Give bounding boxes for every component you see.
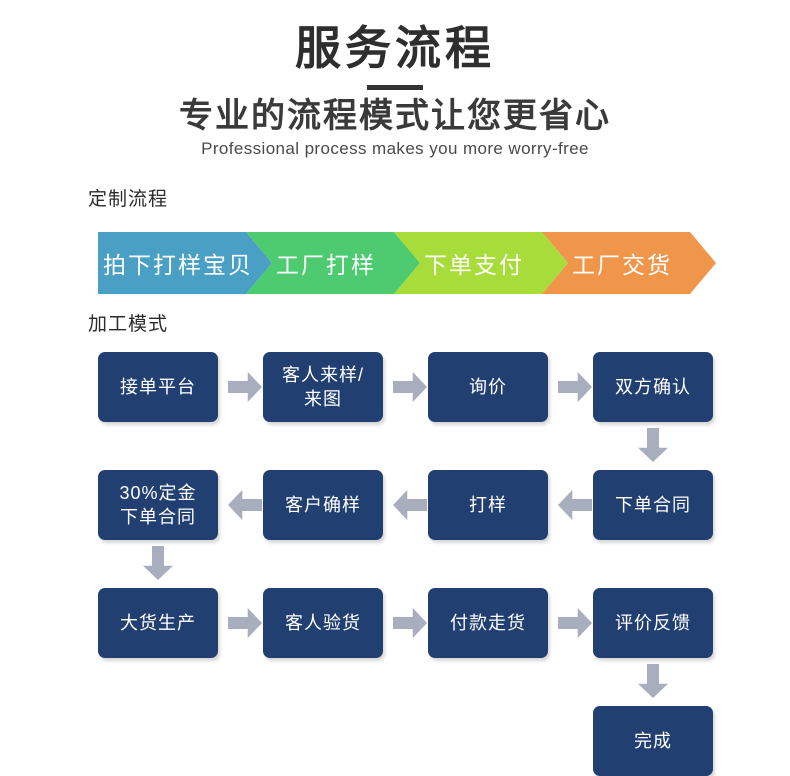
arrow-down-icon (638, 664, 668, 698)
flow-box-label-line2: 来图 (303, 389, 342, 409)
chevron-step-2-label: 工厂打样 (276, 252, 376, 278)
flow-box-inquiry[interactable]: 询价 (428, 352, 548, 422)
section-label-custom-flow: 定制流程 (88, 189, 169, 210)
arrow-right-icon (558, 372, 592, 402)
arrow-right-icon (228, 608, 262, 638)
flow-box-review-feedback[interactable]: 评价反馈 (593, 588, 713, 658)
flow-box-label: 双方确认 (615, 376, 691, 397)
subtitle-chinese: 专业的流程模式让您更省心 (179, 96, 611, 135)
chevron-step-1-label: 拍下打样宝贝 (103, 252, 253, 278)
flow-box-label: 大货生产 (120, 612, 196, 633)
flow-box-label: 完成 (634, 730, 672, 751)
flow-box-place-order-contract[interactable]: 下单合同 (593, 470, 713, 540)
flow-box-payment-shipping[interactable]: 付款走货 (428, 588, 548, 658)
flow-box-label: 下单合同 (615, 494, 691, 515)
arrow-right-icon (228, 372, 262, 402)
arrow-right-icon (393, 608, 427, 638)
flow-box-label: 付款走货 (450, 612, 526, 633)
flow-box-label-line1: 客人来样/ (281, 364, 364, 385)
chevron-step-1[interactable]: 拍下打样宝贝 (98, 232, 272, 294)
flow-box-label: 评价反馈 (615, 612, 691, 633)
flow-box-label-line1: 30%定金 (119, 482, 197, 503)
flow-box-label-line2: 下单合同 (120, 507, 196, 527)
chevron-step-4[interactable]: 工厂交货 (542, 232, 716, 294)
flow-box-sampling[interactable]: 打样 (428, 470, 548, 540)
arrow-left-icon (228, 490, 262, 520)
flow-box-customer-inspection[interactable]: 客人验货 (263, 588, 383, 658)
chevron-step-3-label: 下单支付 (424, 252, 524, 278)
flow-box-label: 客户确样 (285, 494, 361, 515)
page-title: 服务流程 (295, 22, 495, 74)
flow-box-mutual-confirm[interactable]: 双方确认 (593, 352, 713, 422)
chevron-step-3[interactable]: 下单支付 (394, 232, 568, 294)
flow-box-complete[interactable]: 完成 (593, 706, 713, 776)
chevron-step-4-label: 工厂交货 (572, 252, 672, 278)
arrow-left-icon (393, 490, 427, 520)
flow-box-bulk-production[interactable]: 大货生产 (98, 588, 218, 658)
flow-box-label: 询价 (469, 376, 507, 397)
section-label-process-mode: 加工模式 (88, 314, 169, 335)
chevron-step-2[interactable]: 工厂打样 (246, 232, 420, 294)
flow-box-customer-approve-sample[interactable]: 客户确样 (263, 470, 383, 540)
flow-box-order-platform[interactable]: 接单平台 (98, 352, 218, 422)
arrow-down-icon (143, 546, 173, 580)
flow-box-label: 接单平台 (120, 376, 196, 397)
flow-box-label: 客人验货 (285, 612, 361, 633)
arrow-left-icon (558, 490, 592, 520)
page-header: 服务流程 专业的流程模式让您更省心 Professional process m… (0, 0, 790, 159)
custom-flow-chevron-ribbon: 拍下打样宝贝 工厂打样 下单支付 工厂交货 (98, 232, 716, 294)
flow-box-label: 打样 (469, 494, 507, 515)
title-underline-divider (367, 84, 423, 90)
flow-box-deposit-contract[interactable]: 30%定金 下单合同 (98, 470, 218, 540)
arrow-right-icon (558, 608, 592, 638)
arrow-right-icon (393, 372, 427, 402)
subtitle-english: Professional process makes you more worr… (201, 138, 589, 158)
arrow-down-icon (638, 428, 668, 462)
flow-box-customer-sample[interactable]: 客人来样/ 来图 (263, 352, 383, 422)
